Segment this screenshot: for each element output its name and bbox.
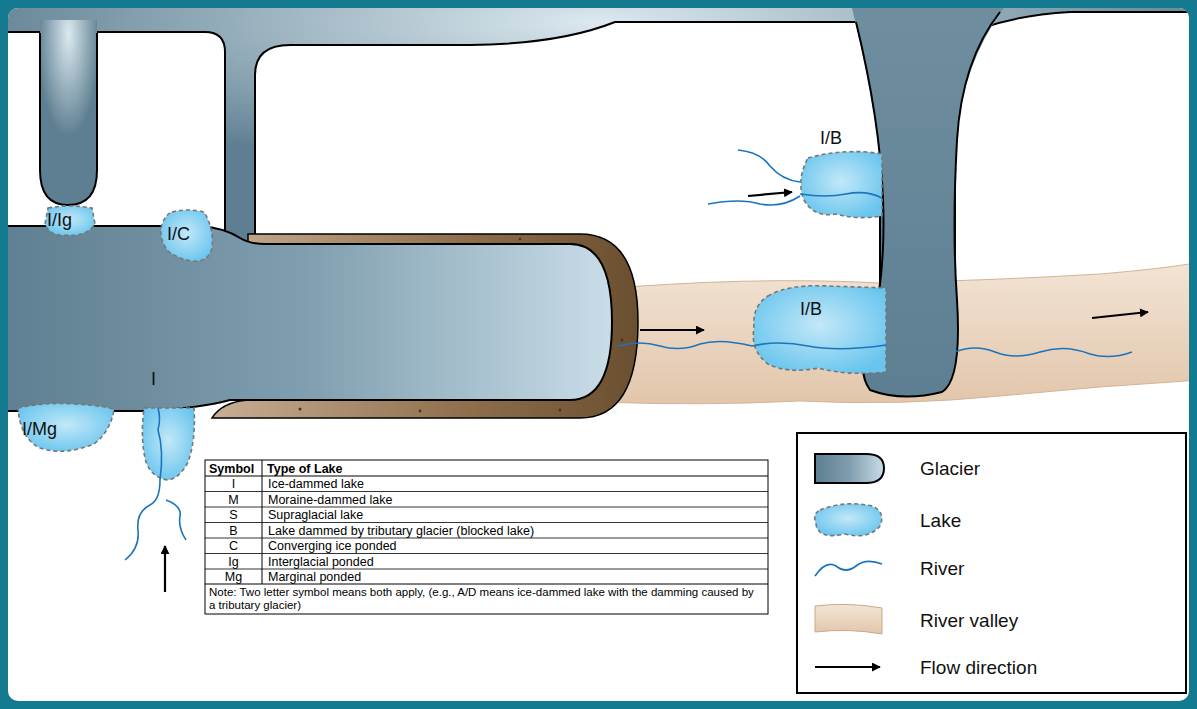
lake-label: I/B <box>820 129 842 147</box>
lake-swatch <box>815 504 882 536</box>
legend-box <box>797 433 1186 693</box>
table-symbol: S <box>229 508 237 522</box>
table-symbol: I <box>232 477 235 491</box>
table-cell: Marginal ponded <box>268 570 361 584</box>
legend-label: River <box>920 559 964 578</box>
table-cell: Converging ice ponded <box>268 539 397 553</box>
table-symbol: Mg <box>225 570 242 584</box>
table-header: Symbol <box>209 462 254 476</box>
river <box>800 193 882 198</box>
lake-shape <box>138 368 200 486</box>
lake-label: I/B <box>800 300 822 318</box>
table-cell: Lake dammed by tributary glacier (blocke… <box>268 524 534 538</box>
lake <box>45 206 95 235</box>
legend-label: Flow direction <box>920 658 1037 677</box>
table-header: Type of Lake <box>267 462 342 476</box>
legend-label: Glacier <box>920 459 980 478</box>
mountain-area <box>955 12 1189 310</box>
lake-shape <box>748 282 888 376</box>
arrow-swatch <box>815 666 880 668</box>
lake-label: I <box>151 370 156 388</box>
table-symbol: Ig <box>228 555 238 569</box>
table-cell: Supraglacial lake <box>268 508 363 522</box>
lake-region: I/B <box>748 282 888 376</box>
lake-region: I/Mg <box>14 398 118 460</box>
symbol-table <box>205 460 768 614</box>
lake-label: I/Ig <box>47 211 72 229</box>
lake <box>753 286 886 374</box>
lake <box>18 404 114 452</box>
lake <box>801 152 882 218</box>
lake <box>142 408 194 480</box>
lake-label: I/Mg <box>22 420 57 438</box>
lake-region: I/Ig <box>42 204 100 240</box>
legend-label: Lake <box>920 511 961 530</box>
table-note: Note: Two letter symbol means both apply… <box>209 586 761 612</box>
table-cell: Moraine-dammed lake <box>268 493 392 507</box>
lake-region: I <box>138 368 200 486</box>
table-symbol: C <box>229 539 238 553</box>
lake-region: I/B <box>796 128 886 222</box>
table-cell: Ice-dammed lake <box>268 477 364 491</box>
river-swatch <box>815 561 882 576</box>
lake-label: I/C <box>167 225 190 243</box>
lake-region: I/C <box>158 208 216 264</box>
lake <box>161 210 212 261</box>
table-cell: Interglacial ponded <box>268 555 374 569</box>
river <box>752 343 886 349</box>
hanging-glacier <box>40 20 97 205</box>
glacier-swatch <box>815 454 884 483</box>
valley-glacier <box>8 226 612 411</box>
valley-swatch <box>815 604 882 634</box>
table-symbol: M <box>228 493 238 507</box>
table-symbol: B <box>229 524 237 538</box>
river <box>158 408 162 480</box>
glacier-outline <box>40 33 97 205</box>
legend-label: River valley <box>920 611 1018 630</box>
